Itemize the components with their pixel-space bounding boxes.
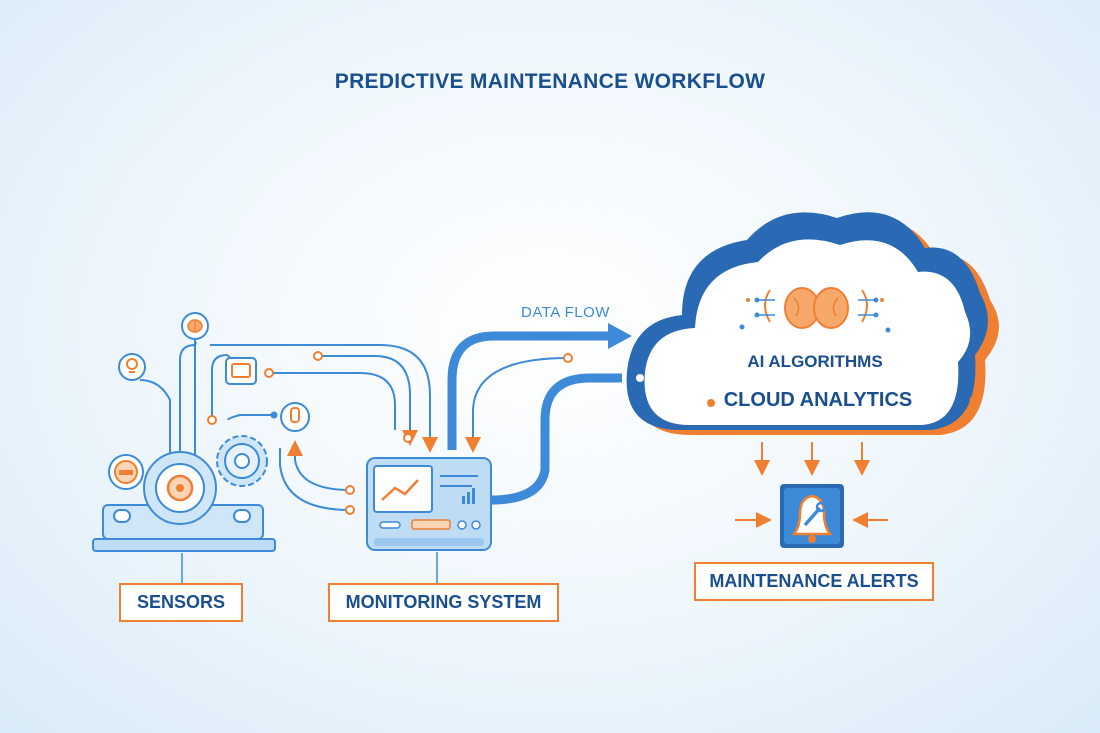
bulb-icon [118,353,146,381]
ai-brain-icon [739,287,891,333]
small-gear-icon [216,435,268,487]
data-flow-label: DATA FLOW [521,304,610,321]
sensors-label: SENSORS [119,583,243,622]
connector-dot-blue [270,411,278,419]
gauge-sensor-icon [108,454,144,490]
thermometer-icon [280,402,310,432]
cloud-analytics-label: CLOUD ANALYTICS [723,389,913,411]
brain-icon [181,312,209,340]
camera-sensor-icon [225,357,257,385]
data-flow-arrow-lower [490,373,622,505]
gear-icon [143,451,217,525]
label-connectors [181,552,438,583]
connector-dots [207,351,573,515]
monitoring-system-label: MONITORING SYSTEM [328,583,559,622]
sensor-connector-lines [139,338,569,511]
monitor-icon [366,457,492,551]
alert-arrows [735,442,888,528]
ai-algorithms-label: AI ALGORITHMS [747,352,883,371]
page-title: PREDICTIVE MAINTENANCE WORKFLOW [334,70,766,93]
maintenance-alerts-label: MAINTENANCE ALERTS [694,562,934,601]
wrench-icon [803,501,827,527]
data-flow-arrow-upper [447,323,632,450]
